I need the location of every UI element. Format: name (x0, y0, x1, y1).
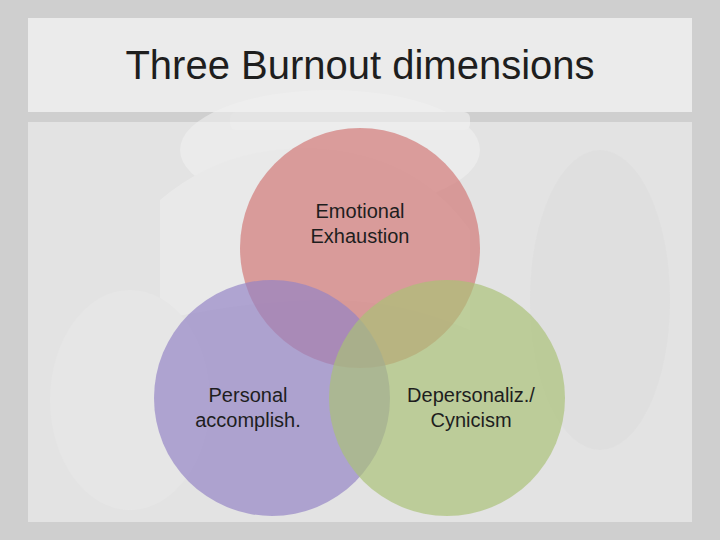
venn-circle: Depersonaliz./ Cynicism (329, 280, 565, 516)
circle-label: Depersonaliz./ Cynicism (396, 383, 546, 433)
slide-title: Three Burnout dimensions (28, 18, 692, 112)
circle-label: Emotional Exhaustion (300, 199, 420, 249)
circle-fill (329, 280, 565, 516)
content-panel (28, 122, 692, 522)
circle-label: Personal accomplish. (183, 383, 313, 433)
